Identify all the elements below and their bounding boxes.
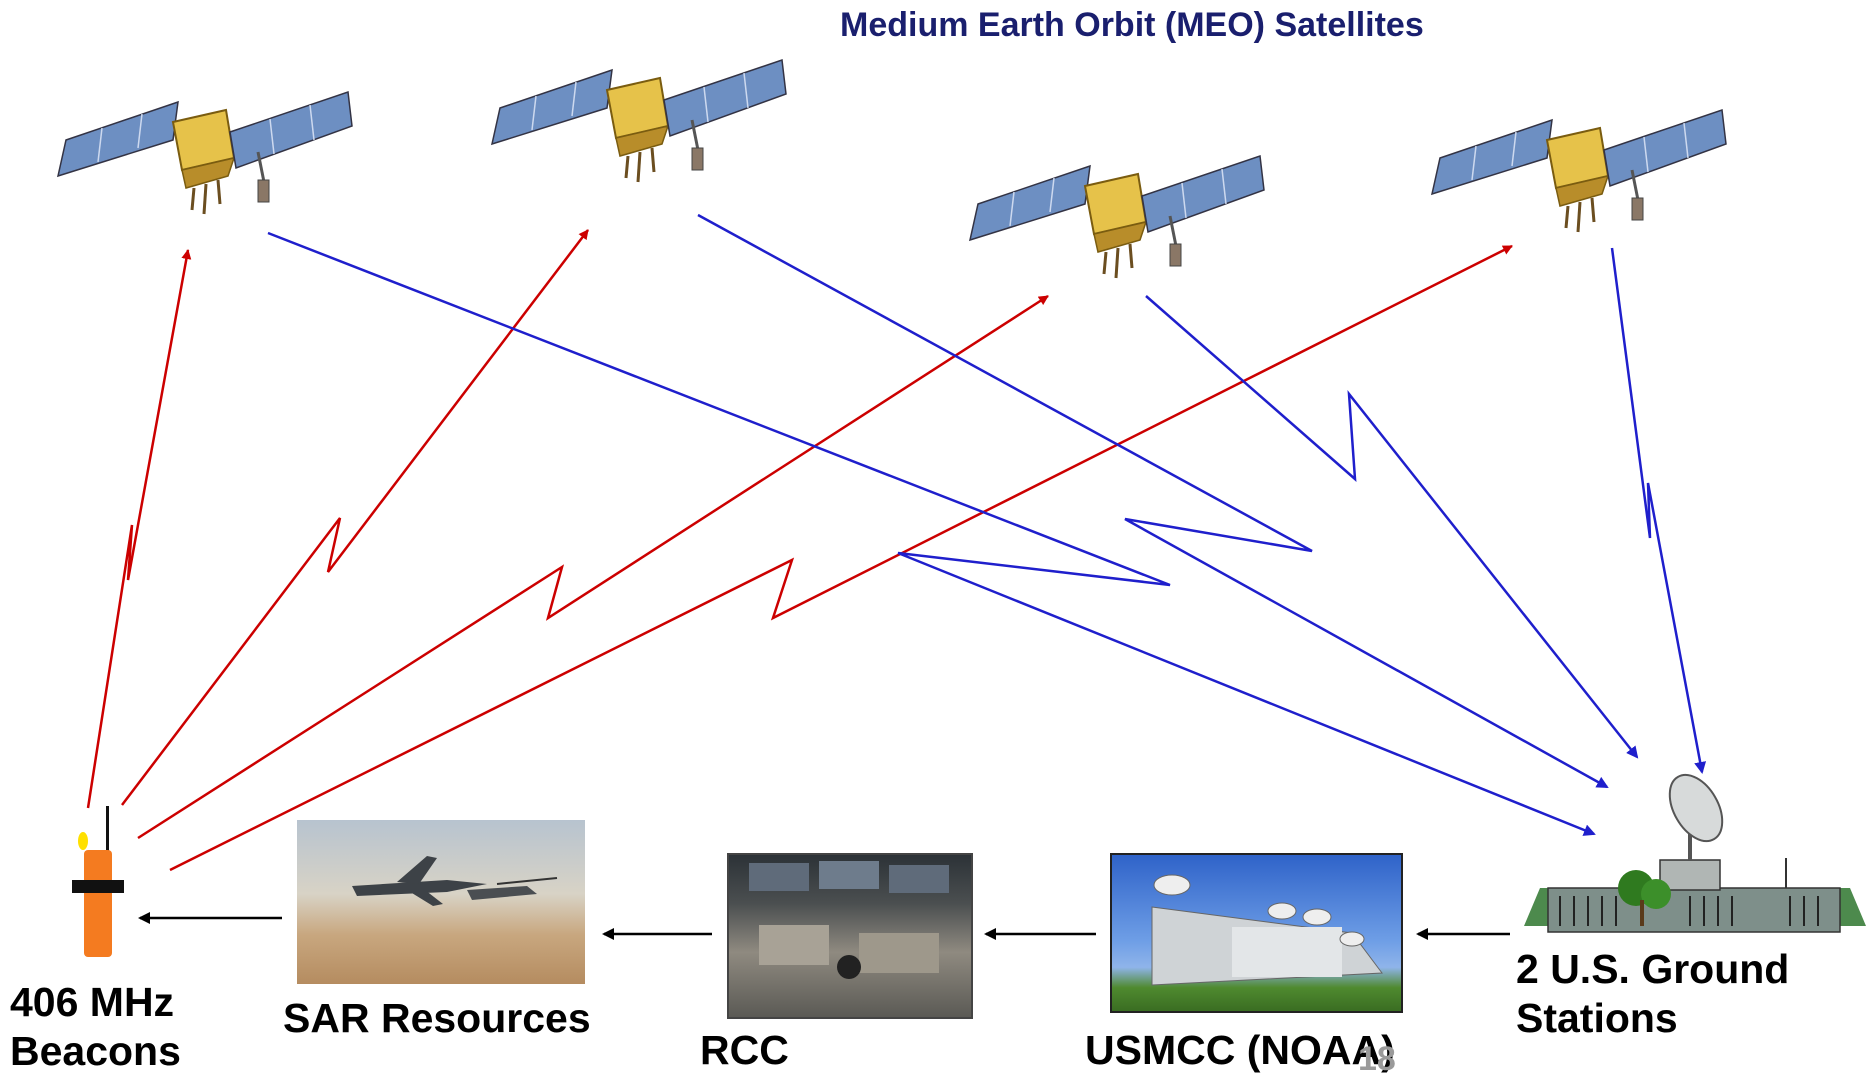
usmcc-building-photo (1110, 853, 1403, 1013)
beacon-icon (84, 850, 112, 957)
meo-satellite-2 (490, 58, 788, 184)
diagram-title: Medium Earth Orbit (MEO) Satellites (840, 6, 1424, 44)
beacon-band (72, 880, 124, 893)
usmcc-label: USMCC (NOAA) (1085, 1027, 1395, 1073)
meo-satellite-3 (968, 154, 1266, 280)
beacon-label: 406 MHz Beacons (10, 978, 181, 1076)
ground-label-line1: 2 U.S. Ground (1516, 946, 1790, 992)
downlink-arrow-4 (1610, 247, 1707, 774)
uplink-arrow-4 (169, 244, 1513, 872)
uplink-arrow-2 (121, 229, 589, 806)
beacon-light-icon (78, 832, 88, 850)
beacon-label-line1: 406 MHz (10, 979, 175, 1025)
uplink-arrow-3 (137, 294, 1049, 840)
downlink-arrow-2 (697, 213, 1609, 789)
downlink-arrow-1 (267, 231, 1596, 836)
page-number: 18 (1358, 1040, 1396, 1078)
rcc-label: RCC (700, 1027, 789, 1073)
beacon-label-line2: Beacons (10, 1028, 181, 1074)
ground-station-icon (1524, 773, 1866, 933)
uplink-arrow-1 (86, 249, 192, 809)
ground-label-line2: Stations (1516, 995, 1678, 1041)
beacon-antenna (106, 806, 109, 852)
rcc-operations-photo (727, 853, 973, 1019)
meo-satellite-4 (1430, 108, 1728, 234)
ground-stations-label: 2 U.S. Ground Stations (1516, 945, 1789, 1043)
downlink-arrow-3 (1145, 295, 1639, 759)
sar-label: SAR Resources (283, 995, 591, 1041)
meo-satellite-1 (56, 90, 354, 216)
sar-aircraft-photo (297, 820, 585, 984)
